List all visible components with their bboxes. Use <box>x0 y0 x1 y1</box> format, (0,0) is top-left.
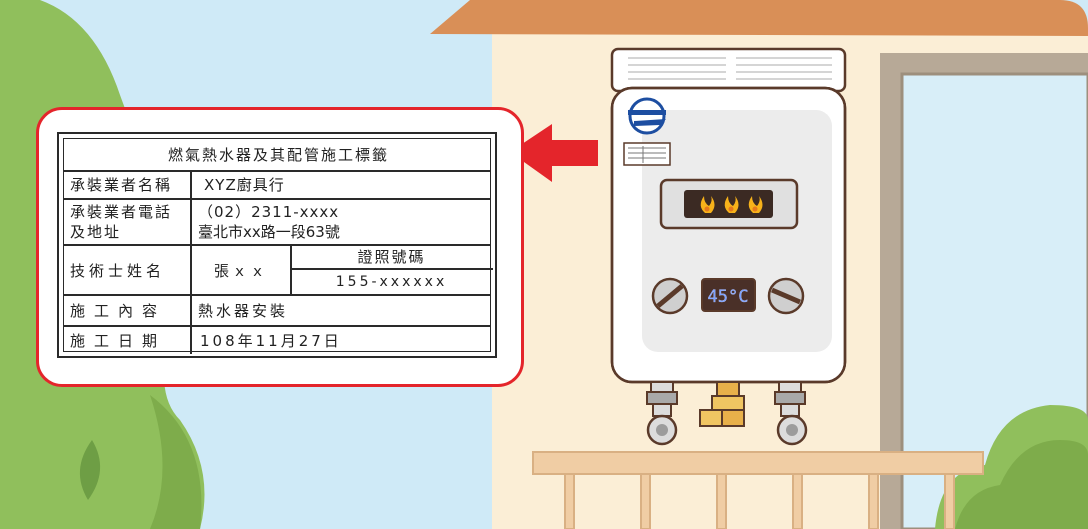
value-contractor-address: 臺北市xx路一段63號 <box>198 223 340 241</box>
license-number-value: 155-xxxxxx <box>335 274 448 290</box>
key-technician-name: 技術士姓名 <box>70 262 166 280</box>
water-heater: 45°C <box>610 47 847 446</box>
arrow-left-icon <box>510 124 598 182</box>
flame-icon <box>700 196 763 213</box>
key-contractor-name: 承裝業者名稱 <box>70 176 173 194</box>
value-contractor-name: XYZ廚具行 <box>204 176 285 194</box>
value-technician-name: 張ｘｘ <box>214 262 269 280</box>
roof <box>430 0 1088 36</box>
value-work-date: 108年11月27日 <box>200 332 342 350</box>
certification-logo-icon <box>628 97 666 135</box>
value-work-content: 熱水器安裝 <box>198 302 289 320</box>
temperature-value: 45°C <box>708 287 749 307</box>
label-inner-border: 燃氣熱水器及其配管施工標籤 承裝業者名稱 XYZ廚具行 承裝業者電話 及地址 （… <box>63 138 493 354</box>
key-work-content: 施工內容 <box>70 302 167 320</box>
tree-left-shade <box>150 395 202 529</box>
heater-sticker <box>623 142 671 166</box>
license-number-header: 證照號碼 <box>357 248 426 266</box>
bush-right-shade <box>955 440 1088 529</box>
balcony-balusters <box>564 473 955 529</box>
label-title: 燃氣熱水器及其配管施工標籤 <box>167 146 389 164</box>
label-callout-card <box>36 107 524 387</box>
leaf <box>79 440 101 500</box>
installation-label-table: 燃氣熱水器及其配管施工標籤 承裝業者名稱 XYZ廚具行 承裝業者電話 及地址 （… <box>57 132 497 358</box>
value-contractor-phone: （02）2311-xxxx <box>198 203 340 221</box>
knob-icon <box>651 277 805 315</box>
heater-vent <box>610 47 847 93</box>
key-work-date: 施工日期 <box>70 332 167 350</box>
heater-pipes <box>646 381 808 446</box>
balcony-rail <box>532 451 984 475</box>
temperature-display <box>701 278 756 312</box>
key-contractor-phone: 承裝業者電話 <box>70 203 173 221</box>
window-inner-frame <box>900 72 1088 529</box>
key-contractor-address: 及地址 <box>70 223 122 241</box>
